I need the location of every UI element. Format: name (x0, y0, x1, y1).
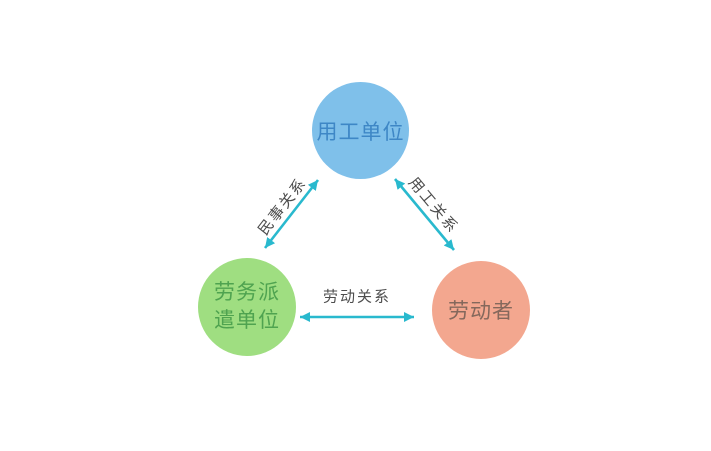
node-labor-dispatch-unit-label: 劳务派遣单位 (214, 280, 280, 332)
node-employing-unit-label: 用工单位 (316, 120, 405, 144)
edge-label-labor-relation: 劳动关系 (322, 288, 392, 306)
node-worker-label: 劳动者 (448, 300, 514, 323)
edge-employment-relation-arrow (394, 178, 455, 251)
node-labor-dispatch-unit: 劳务派遣单位 (198, 258, 296, 356)
node-employing-unit: 用工单位 (312, 82, 409, 179)
node-worker: 劳动者 (432, 261, 530, 359)
edge-civil-relation-arrow (263, 179, 320, 249)
